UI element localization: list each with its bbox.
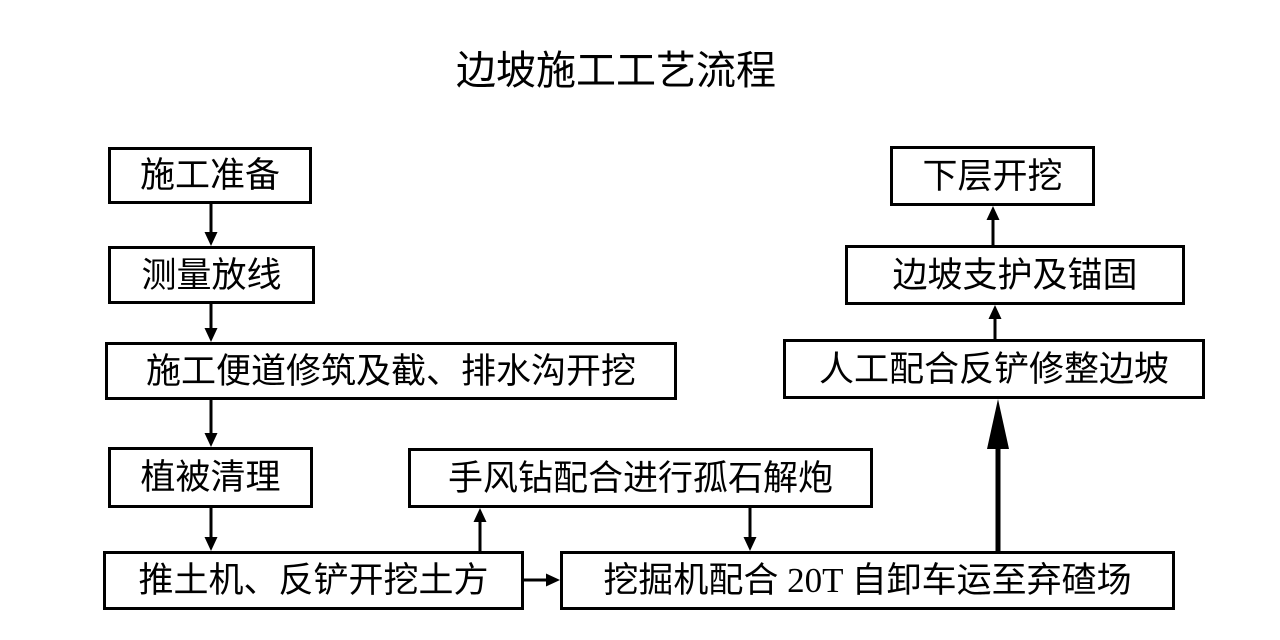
flow-node-construction-preparation: 施工准备	[108, 147, 312, 204]
arrow-road-to-vegetation-icon	[204, 400, 218, 447]
arrow-bulldozer-to-excavator-icon	[524, 573, 560, 587]
arrow-slope-trim-to-support-icon	[988, 305, 1002, 339]
flow-node-lower-layer-excavation: 下层开挖	[890, 146, 1095, 206]
arrow-preparation-to-survey-icon	[204, 204, 218, 246]
arrow-vegetation-to-bulldozer-icon	[204, 508, 218, 551]
flow-node-bulldozer-backhoe-excavation: 推土机、反铲开挖土方	[103, 551, 524, 610]
arrow-drill-to-excavator-icon	[743, 508, 757, 551]
flow-node-pneumatic-drill-boulder-blasting: 手风钻配合进行孤石解炮	[408, 448, 873, 508]
arrow-bulldozer-to-drill-icon	[473, 508, 487, 551]
arrow-survey-to-road-icon	[204, 304, 218, 342]
diagram-title: 边坡施工工艺流程	[456, 48, 776, 93]
flow-node-survey-layout: 测量放线	[108, 246, 315, 304]
flow-node-slope-support-anchoring: 边坡支护及锚固	[845, 245, 1185, 305]
arrow-support-to-lower-layer-icon	[986, 206, 1000, 245]
flow-node-excavator-dump-truck-haul: 挖掘机配合 20T 自卸车运至弃碴场	[560, 551, 1175, 610]
arrow-excavator-to-slope-trim-icon	[987, 399, 1009, 551]
flow-node-manual-backhoe-slope-trim: 人工配合反铲修整边坡	[783, 339, 1205, 399]
flow-node-vegetation-clearing: 植被清理	[108, 447, 313, 508]
flow-node-access-road-and-drainage: 施工便道修筑及截、排水沟开挖	[105, 342, 677, 400]
